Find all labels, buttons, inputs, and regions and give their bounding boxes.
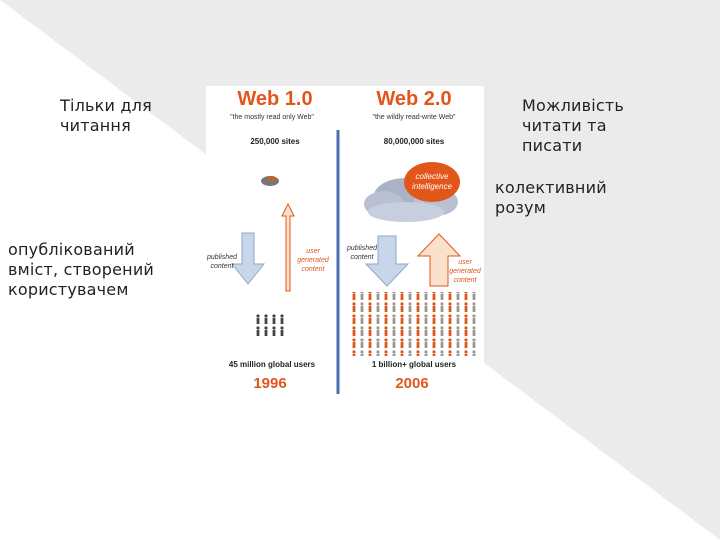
web1-published-arrow [230, 232, 266, 285]
label-read-only: Тільки для читання [60, 96, 152, 135]
web2-tagline: "the wildly read-write Web" [372, 114, 456, 121]
figure-graphics [230, 130, 476, 394]
web1-sites: 250,000 sites [250, 137, 300, 146]
web2-title: Web 2.0 [376, 88, 452, 110]
web2-users: 1 billion+ global users [371, 360, 457, 369]
web1-user-arrow [281, 202, 295, 292]
label-read-write: Можливість читати та писати [522, 96, 625, 155]
web2-collective-label: collective intelligence [411, 172, 453, 191]
web2-user-arrow [416, 233, 462, 287]
web1-users-icon [256, 314, 288, 338]
web1-users: 45 million global users [228, 360, 316, 369]
web-comparison-figure: Web 1.0 "the mostly read only Web" 250,0… [206, 86, 484, 397]
web1-published-label: published content [207, 254, 237, 270]
web2-user-generated-label: user generated content [449, 259, 481, 284]
web1-user-generated-label: user generated content [297, 248, 329, 273]
label-published-content: опублікований вміст, створений користува… [8, 240, 155, 299]
web2-published-arrow [364, 235, 410, 287]
web2-sites: 80,000,000 sites [383, 137, 445, 146]
web2-published-label: published content [347, 245, 377, 261]
label-collective-mind: колективний розум [495, 178, 607, 217]
web2-year: 2006 [395, 375, 429, 392]
collective-intelligence-badge [404, 162, 460, 202]
web1-title: Web 1.0 [237, 88, 313, 110]
web1-tagline: "the mostly read only Web" [230, 114, 314, 121]
web2-users-icon [348, 292, 476, 356]
web1-year: 1996 [253, 375, 287, 392]
